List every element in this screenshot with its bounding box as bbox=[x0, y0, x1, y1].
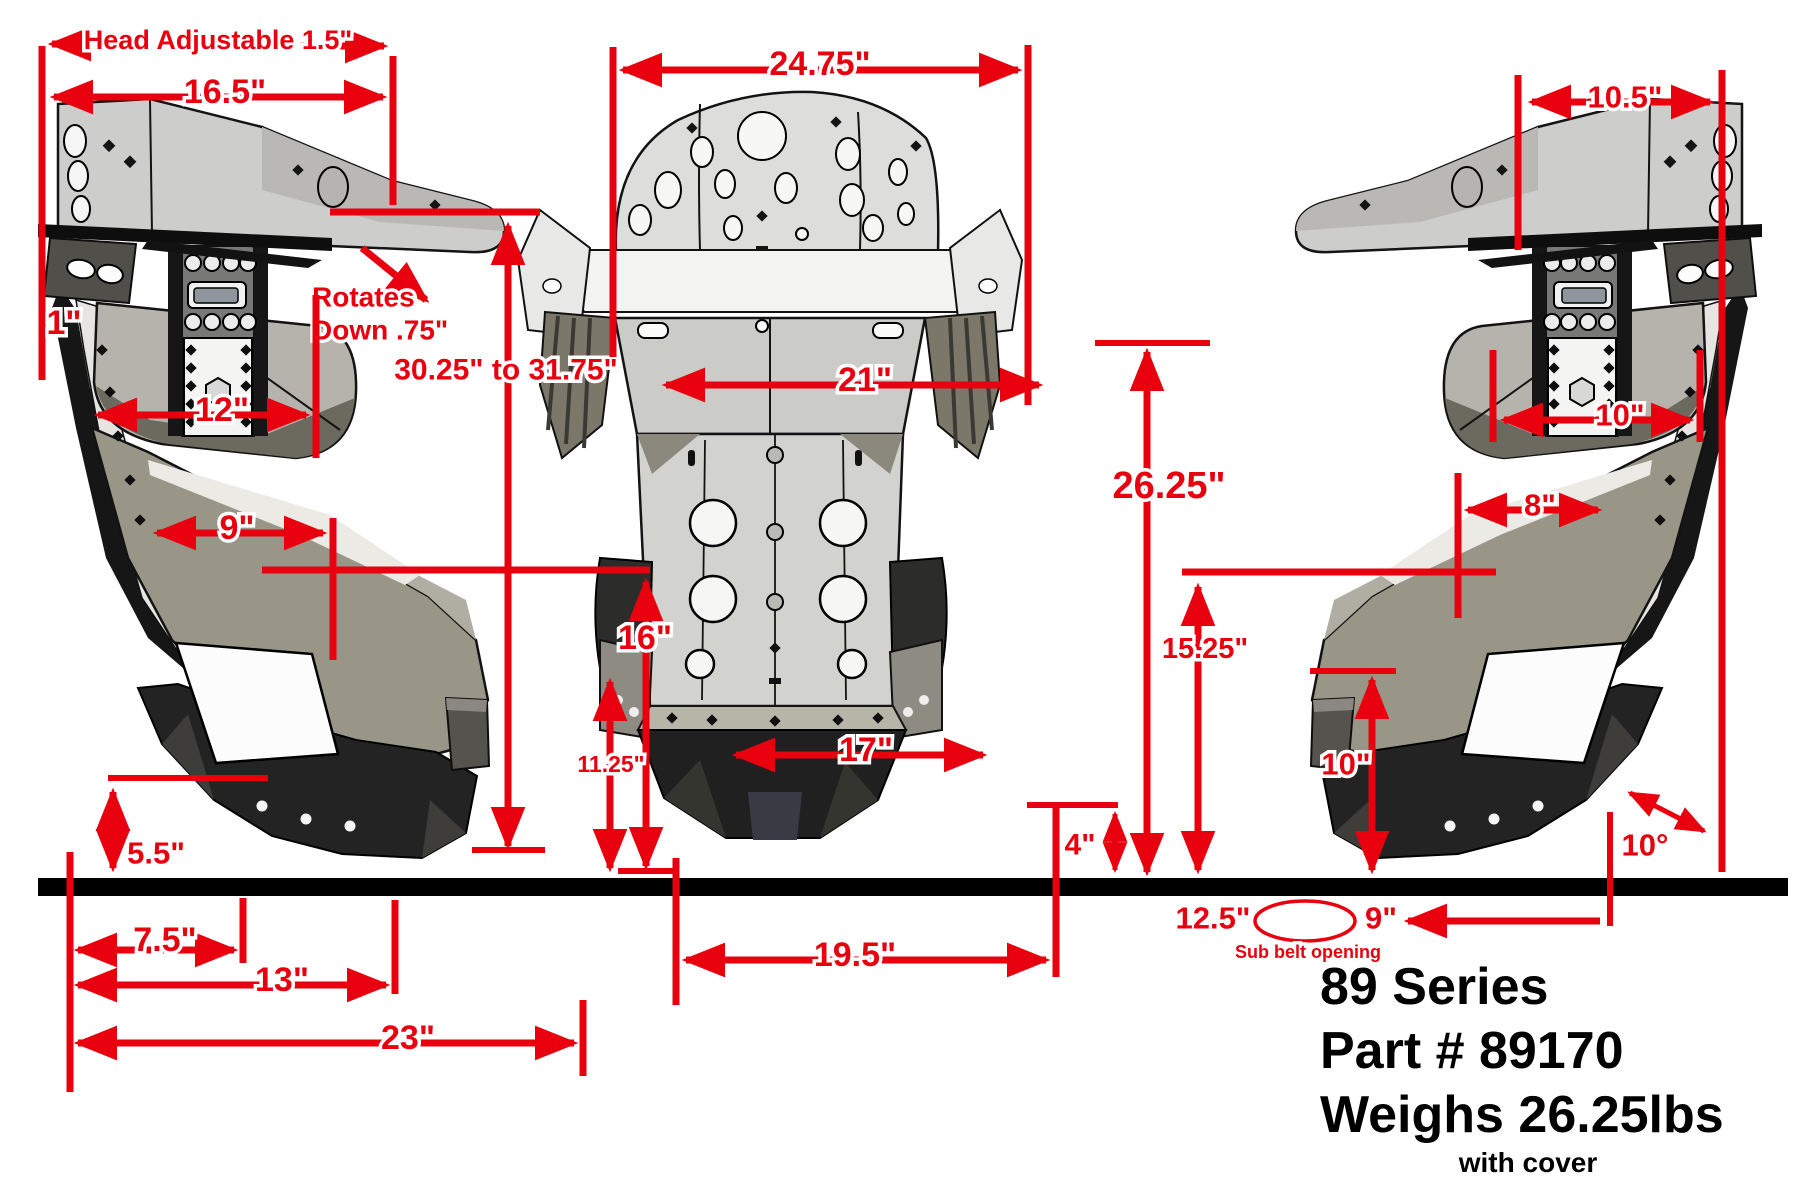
dim-label-16: 16" bbox=[618, 619, 672, 657]
rotates-label-1: Rotates bbox=[312, 282, 415, 313]
dim-label-head-adjustable: Head Adjustable 1.5" bbox=[84, 25, 352, 55]
angle-arrow bbox=[1627, 790, 1707, 834]
right-view-dimensions: 10.5" 10" 8" 15.25" 10" 10° bbox=[1158, 70, 1726, 875]
dim-label-sub-9: 9" bbox=[1365, 901, 1397, 936]
ground-line bbox=[38, 878, 1788, 896]
part-info-block: 89 Series Part # 89170 Weighs 26.25lbs w… bbox=[1320, 958, 1724, 1178]
part-number: Part # 89170 bbox=[1320, 1022, 1624, 1080]
dim-label-12: 12" bbox=[195, 391, 249, 429]
cover-note: with cover bbox=[1458, 1147, 1598, 1178]
dim-label-sub-12-5: 12.5" bbox=[1175, 901, 1250, 936]
sub-belt-opening-ellipse bbox=[1253, 899, 1357, 943]
dim-label-24-75: 24.75" bbox=[769, 45, 870, 83]
dim-label-15-25: 15.25" bbox=[1162, 633, 1248, 665]
sub-belt-dimensions: 12.5" 9" Sub belt opening bbox=[1172, 812, 1613, 966]
dim-label-11-25: 11.25" bbox=[577, 751, 644, 777]
series-title: 89 Series bbox=[1320, 958, 1548, 1016]
center-view-dimensions: 24.75" 21" 26.25" 17" 4" 19.5" bbox=[609, 42, 1229, 1005]
right-seat-side-view bbox=[1294, 97, 1764, 860]
rotates-arrow bbox=[359, 245, 430, 303]
dim-label-13: 13" bbox=[255, 961, 309, 999]
dim-label-21: 21" bbox=[838, 361, 892, 399]
dim-label-23: 23" bbox=[381, 1019, 435, 1057]
weight-label: Weighs 26.25lbs bbox=[1320, 1086, 1724, 1144]
sub-belt-label: Sub belt opening bbox=[1235, 942, 1381, 962]
dim-label-10-top: 10" bbox=[1595, 398, 1644, 433]
dim-label-angle: 10° bbox=[1622, 828, 1669, 863]
dim-label-backrest-range: 30.25" to 31.75" bbox=[394, 354, 618, 387]
rotates-label-2: Down .75" bbox=[312, 315, 448, 346]
dim-label-17: 17" bbox=[839, 731, 893, 769]
dim-label-10-5: 10.5" bbox=[1587, 80, 1662, 115]
dim-label-4: 4" bbox=[1065, 829, 1096, 862]
dim-label-26-25: 26.25" bbox=[1112, 465, 1225, 507]
center-seat-front-view bbox=[516, 90, 1024, 840]
dim-label-5-5: 5.5" bbox=[127, 836, 185, 871]
dim-label-16-5: 16.5" bbox=[184, 73, 266, 111]
dim-label-10-vertical: 10" bbox=[1321, 747, 1370, 782]
dim-label-19-5: 19.5" bbox=[814, 936, 896, 974]
dim-label-9: 9" bbox=[219, 509, 254, 547]
dim-label-1: 1" bbox=[46, 304, 81, 342]
dim-label-8: 8" bbox=[1524, 488, 1556, 523]
left-view-dimensions: Head Adjustable 1.5" 16.5" 1" Rotates Do… bbox=[38, 22, 675, 1092]
dim-label-7-5: 7.5" bbox=[133, 921, 196, 959]
